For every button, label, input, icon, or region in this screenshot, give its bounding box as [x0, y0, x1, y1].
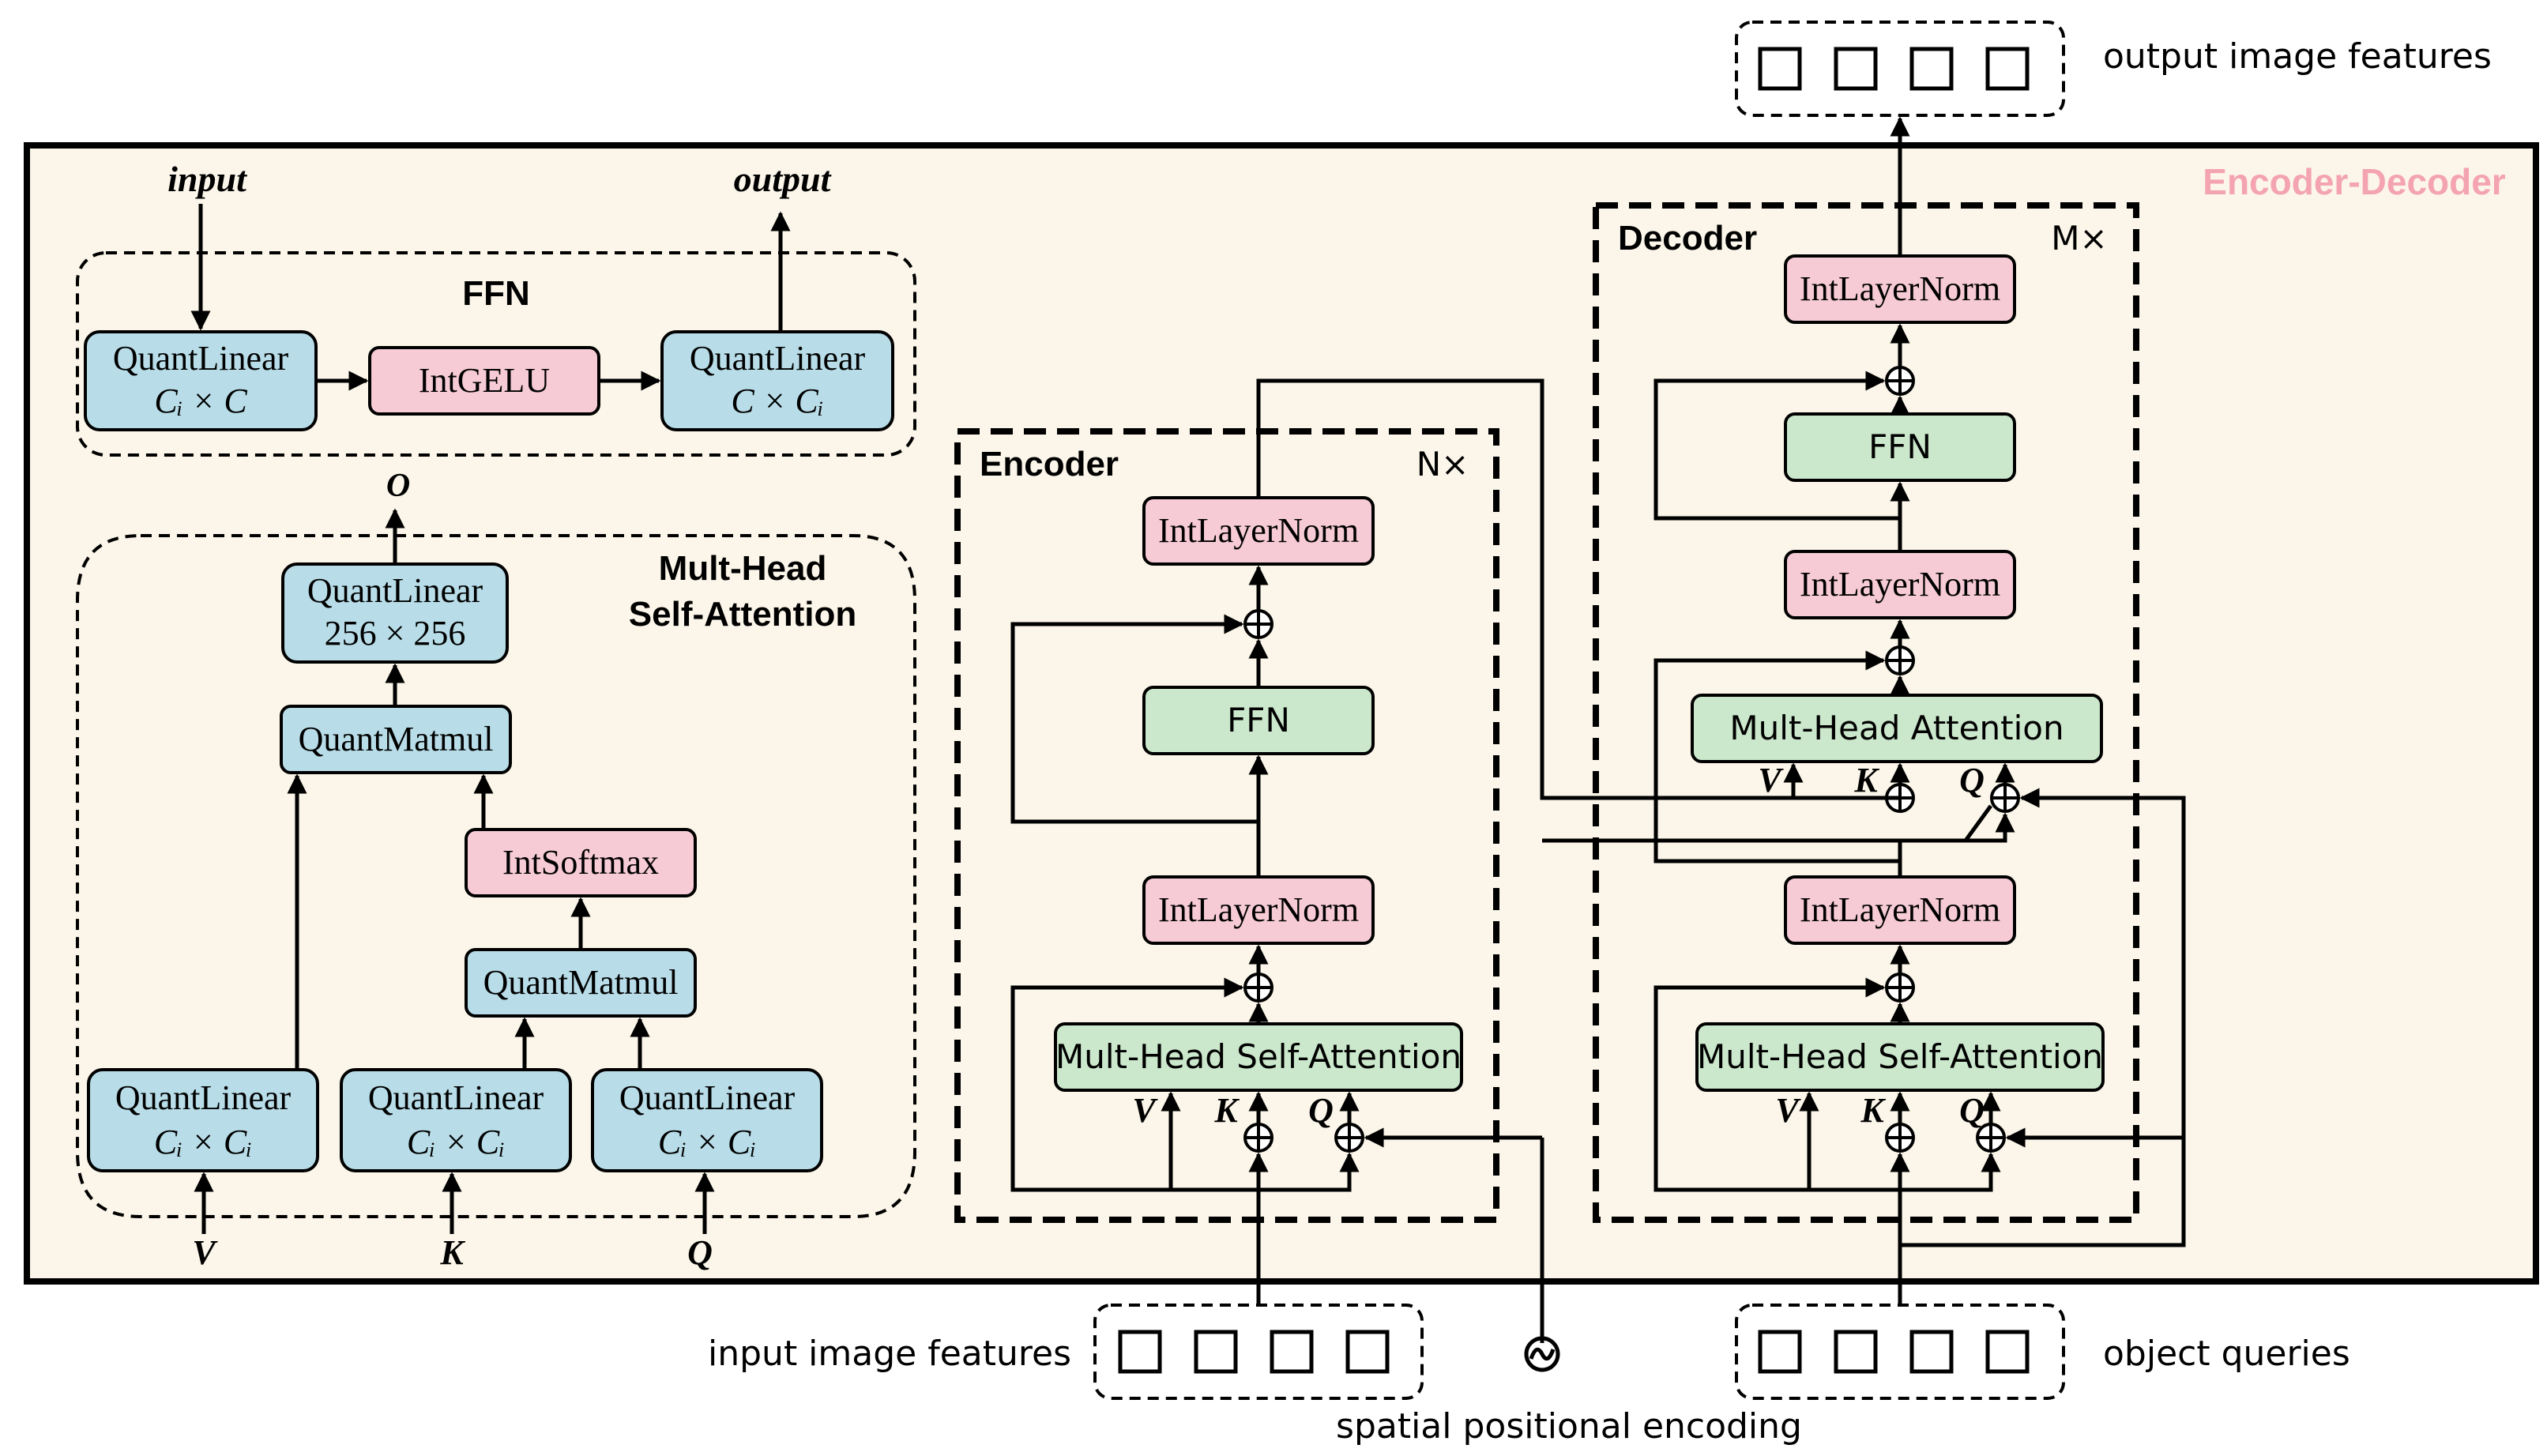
svg-text:IntLayerNorm: IntLayerNorm [1800, 269, 2000, 308]
encoder-ffn: FFN [1142, 686, 1375, 755]
svg-text:QuantLinear: QuantLinear [307, 571, 483, 610]
ffn-input-label: input [167, 159, 247, 199]
svg-text:FFN: FFN [1227, 701, 1290, 739]
encoder-repeat: N× [1416, 445, 1469, 483]
svg-text:Cᵢ × Cᵢ: Cᵢ × Cᵢ [407, 1123, 505, 1161]
svg-text:QuantMatmul: QuantMatmul [483, 963, 679, 1002]
mhsa-q-label: Q [687, 1233, 713, 1272]
svg-text:IntLayerNorm: IntLayerNorm [1800, 565, 2000, 604]
mhsa-top-quantlinear: QuantLinear 256 × 256 [281, 562, 509, 664]
encoder-q-label: Q [1308, 1091, 1334, 1130]
svg-text:Mult-Head Self-Attention: Mult-Head Self-Attention [1055, 1037, 1462, 1076]
svg-text:QuantLinear: QuantLinear [690, 339, 866, 378]
mhsa-k-label: K [439, 1233, 465, 1272]
encoder-k-label: K [1213, 1091, 1240, 1130]
encoder-layernorm-bottom: IntLayerNorm [1142, 875, 1375, 945]
decoder-cross-attention: Mult-Head Attention [1691, 694, 2103, 763]
svg-text:QuantLinear: QuantLinear [368, 1078, 544, 1117]
mhsa-quantlinear-q: QuantLinear Cᵢ × Cᵢ [591, 1068, 823, 1172]
mhsa-quantlinear-k: QuantLinear Cᵢ × Cᵢ [340, 1068, 572, 1172]
decoder-cross-k-label: K [1853, 761, 1879, 799]
ffn-quantlinear-2: QuantLinear C × Cᵢ [660, 330, 894, 431]
encoder-add-nodes [1243, 609, 1364, 1153]
positional-encoding-label: spatial positional encoding [1336, 1406, 1802, 1447]
decoder-repeat: M× [2051, 219, 2107, 258]
mhsa-title-line1: Mult-Head [659, 549, 827, 588]
ffn-intgelu: IntGELU [368, 346, 600, 416]
mhsa-v-label: V [192, 1233, 218, 1272]
decoder-title: Decoder [1618, 219, 1757, 258]
encoder-frame [954, 428, 1499, 1223]
svg-text:Cᵢ × C: Cᵢ × C [154, 382, 247, 420]
mhsa-matmul-bottom: QuantMatmul [465, 948, 697, 1018]
panel-title: Encoder-Decoder [2203, 161, 2506, 202]
encoder-connectors [1010, 378, 1993, 1343]
svg-text:QuantLinear: QuantLinear [619, 1078, 796, 1117]
svg-text:Cᵢ × Cᵢ: Cᵢ × Cᵢ [658, 1123, 756, 1161]
decoder-self-k-label: K [1860, 1091, 1886, 1130]
ffn-output-label: output [734, 159, 832, 199]
svg-text:Mult-Head Attention: Mult-Head Attention [1729, 709, 2064, 747]
encoder-title: Encoder [980, 445, 1119, 483]
mhsa-output-label: O [386, 468, 410, 504]
svg-text:FFN: FFN [1868, 427, 1932, 466]
ffn-panel-title: FFN [462, 274, 530, 313]
decoder-cross-q-label: Q [1959, 761, 1985, 799]
svg-text:IntLayerNorm: IntLayerNorm [1800, 890, 2000, 929]
encoder-v-label: V [1132, 1091, 1158, 1130]
svg-text:Cᵢ × Cᵢ: Cᵢ × Cᵢ [154, 1123, 252, 1161]
decoder-cross-v-label: V [1758, 761, 1784, 799]
ffn-arrows [190, 204, 791, 391]
mhsa-title-line2: Self-Attention [629, 595, 856, 634]
encoder-attention: Mult-Head Self-Attention [1054, 1022, 1463, 1092]
decoder-layernorm-top: IntLayerNorm [1784, 254, 2016, 324]
decoder-layernorm-bottom: IntLayerNorm [1784, 875, 2016, 945]
decoder-connectors [1653, 116, 2186, 1305]
input-features-group [1093, 1304, 1424, 1400]
svg-text:C × Cᵢ: C × Cᵢ [731, 382, 823, 420]
ffn-quantlinear-1: QuantLinear Cᵢ × C [84, 330, 318, 431]
svg-text:IntLayerNorm: IntLayerNorm [1158, 890, 1359, 929]
decoder-self-v-label: V [1775, 1091, 1801, 1130]
svg-text:IntGELU: IntGELU [419, 361, 550, 400]
svg-text:IntSoftmax: IntSoftmax [502, 843, 659, 882]
svg-text:QuantLinear: QuantLinear [113, 339, 289, 378]
svg-text:IntLayerNorm: IntLayerNorm [1158, 511, 1359, 550]
svg-text:Mult-Head Self-Attention: Mult-Head Self-Attention [1697, 1037, 2103, 1076]
mhsa-quantlinear-v: QuantLinear Cᵢ × Cᵢ [87, 1068, 319, 1172]
decoder-self-attention: Mult-Head Self-Attention [1695, 1022, 2105, 1092]
input-features-label: input image features [708, 1334, 1071, 1374]
positional-encoding-icon [1524, 1281, 1560, 1372]
decoder-ffn: FFN [1784, 412, 2016, 482]
encoder-layernorm-top: IntLayerNorm [1142, 496, 1375, 566]
mhsa-arrows [194, 508, 715, 1234]
output-features-label: output image features [2103, 36, 2492, 77]
object-queries-group [1735, 1304, 2065, 1400]
output-features-group [1735, 21, 2065, 117]
svg-text:QuantLinear: QuantLinear [115, 1078, 292, 1117]
mhsa-intsoftmax: IntSoftmax [465, 828, 697, 897]
svg-text:QuantMatmul: QuantMatmul [299, 720, 494, 758]
object-queries-label: object queries [2103, 1334, 2350, 1374]
ffn-panel-frame [76, 251, 916, 457]
mhsa-matmul-top: QuantMatmul [280, 705, 512, 774]
decoder-frame [1593, 202, 2139, 1223]
svg-text:256 × 256: 256 × 256 [325, 614, 466, 653]
decoder-layernorm-mid: IntLayerNorm [1784, 550, 2016, 619]
decoder-self-q-label: Q [1959, 1091, 1985, 1130]
